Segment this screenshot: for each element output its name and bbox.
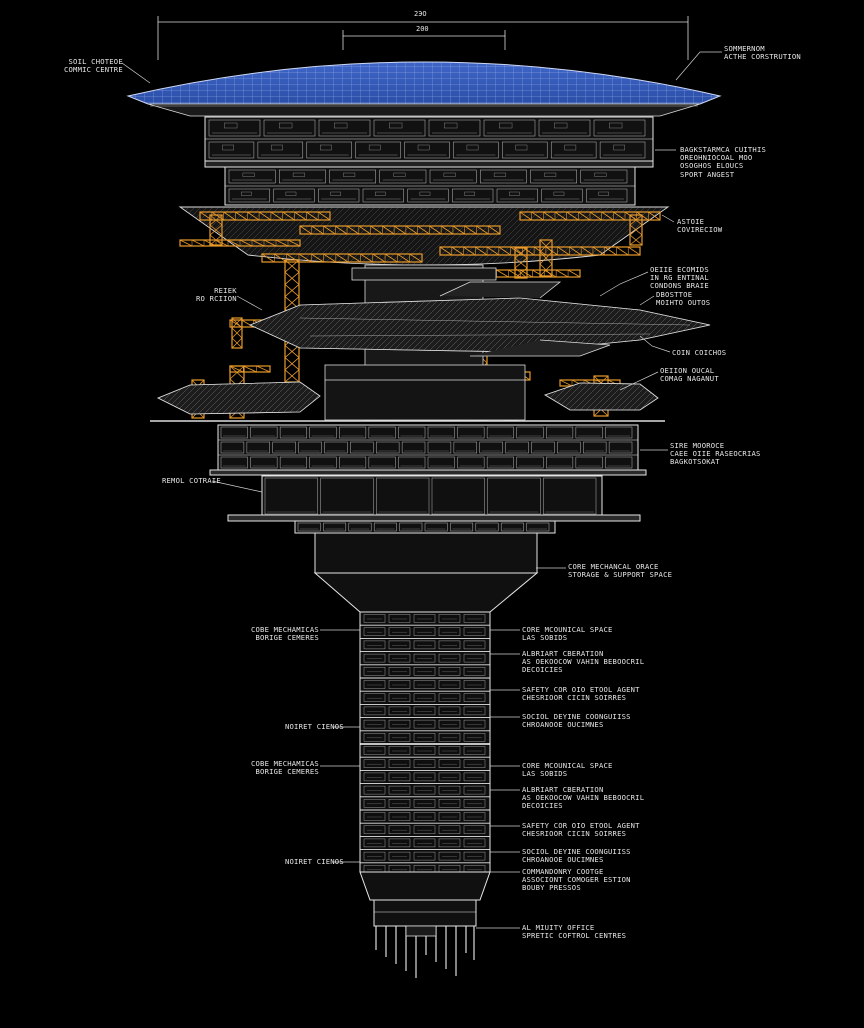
label-ship2-lower: COIN COICHOS xyxy=(672,348,727,357)
foundation-piles xyxy=(375,925,475,978)
label-base-right: COMMANDONRY COOTGE ASSOCIONT COMOGER EST… xyxy=(522,867,631,893)
label-roof-right: SOMMERNOM ACTHE CORSTRUTION xyxy=(724,44,801,62)
left-craft xyxy=(157,381,321,415)
label-foot-right: AL MIUITY OFFICE SPRETIC COFTROL CENTRES xyxy=(522,923,627,941)
main-spacecraft xyxy=(248,281,711,357)
core-floors xyxy=(360,611,490,874)
label-core-left-3: COBE MECHAMICAS BORIGE CEMERES xyxy=(251,759,319,777)
label-truss-right: ASTOIE COVIRECIOW xyxy=(677,217,723,235)
roof-dome xyxy=(126,61,722,117)
label-core-right-3: ALBRIART CBERATION AS OEKOOCOW VAHIN BEB… xyxy=(522,649,645,675)
deck-rooms xyxy=(220,426,633,607)
leader-lines xyxy=(121,51,722,929)
tower-base xyxy=(359,871,491,927)
label-core-right-7: ALBRIART CBERATION AS OEKOOCOW VAHIN BEB… xyxy=(522,785,645,811)
label-core-left-2: NOIRET CIENOS xyxy=(285,722,344,731)
label-roof-left: SOIL CHOTEOE COMMIC CENTRE xyxy=(64,57,123,75)
label-ship3-right: OEIION OUCAL COMAG NAGANUT xyxy=(660,366,719,384)
label-core-right-8: SAFETY COR OIO ETOOL AGENT CHESRIOOR CIC… xyxy=(522,821,640,839)
label-deck-left: REMOL COTRAIE xyxy=(162,476,221,485)
core-shaft xyxy=(359,611,491,873)
label-deck-right: SIRE MOOROCE CAEE OIIE RASEOCRIAS BAGKOT… xyxy=(670,441,761,467)
inner-dimension: 200 xyxy=(416,25,429,33)
label-core-right-4: SAFETY COR OIO ETOOL AGENT CHESRIOOR CIC… xyxy=(522,685,640,703)
label-ship2-right: DBOSTTOE MOIHTO OUTOS xyxy=(656,290,711,308)
right-craft xyxy=(544,382,659,411)
dimension-lines xyxy=(157,16,689,60)
core-funnel xyxy=(313,532,539,613)
label-core-right-5: SOCIOL DEYINE COONGUIISS CHROANOOE OUCIM… xyxy=(522,712,631,730)
label-level1-right: BAGKSTARMCA CUITHIS OREOHNIOCOAL MOO OSO… xyxy=(680,145,767,179)
label-core-right-2: CORE MCOUNICAL SPACE LAS SOBIDS xyxy=(522,625,613,643)
label-core-right-9: SOCIOL DEYINE COONGUIISS CHROANOOE OUCIM… xyxy=(522,847,631,865)
label-core-right-6: CORE MCOUNICAL SPACE LAS SOBIDS xyxy=(522,761,613,779)
room-grid xyxy=(208,119,646,203)
label-core-left-4: NOIRET CIENOS xyxy=(285,857,344,866)
deck-levels xyxy=(209,424,647,534)
hangar-frame xyxy=(150,364,665,422)
label-ship1-right: OEIIE ECOMIDS IN RG ENTINAL CONDONS BRAI… xyxy=(650,265,709,291)
label-mid-left: REIEK RO RCIION xyxy=(196,286,237,304)
label-core-right-1: CORE MECHANCAL ORACE STORAGE & SUPPORT S… xyxy=(568,562,673,580)
outer-dimension: 2ЭО xyxy=(414,10,427,18)
label-core-left-1: COBE MECHAMICAS BORIGE CEMERES xyxy=(251,625,319,643)
